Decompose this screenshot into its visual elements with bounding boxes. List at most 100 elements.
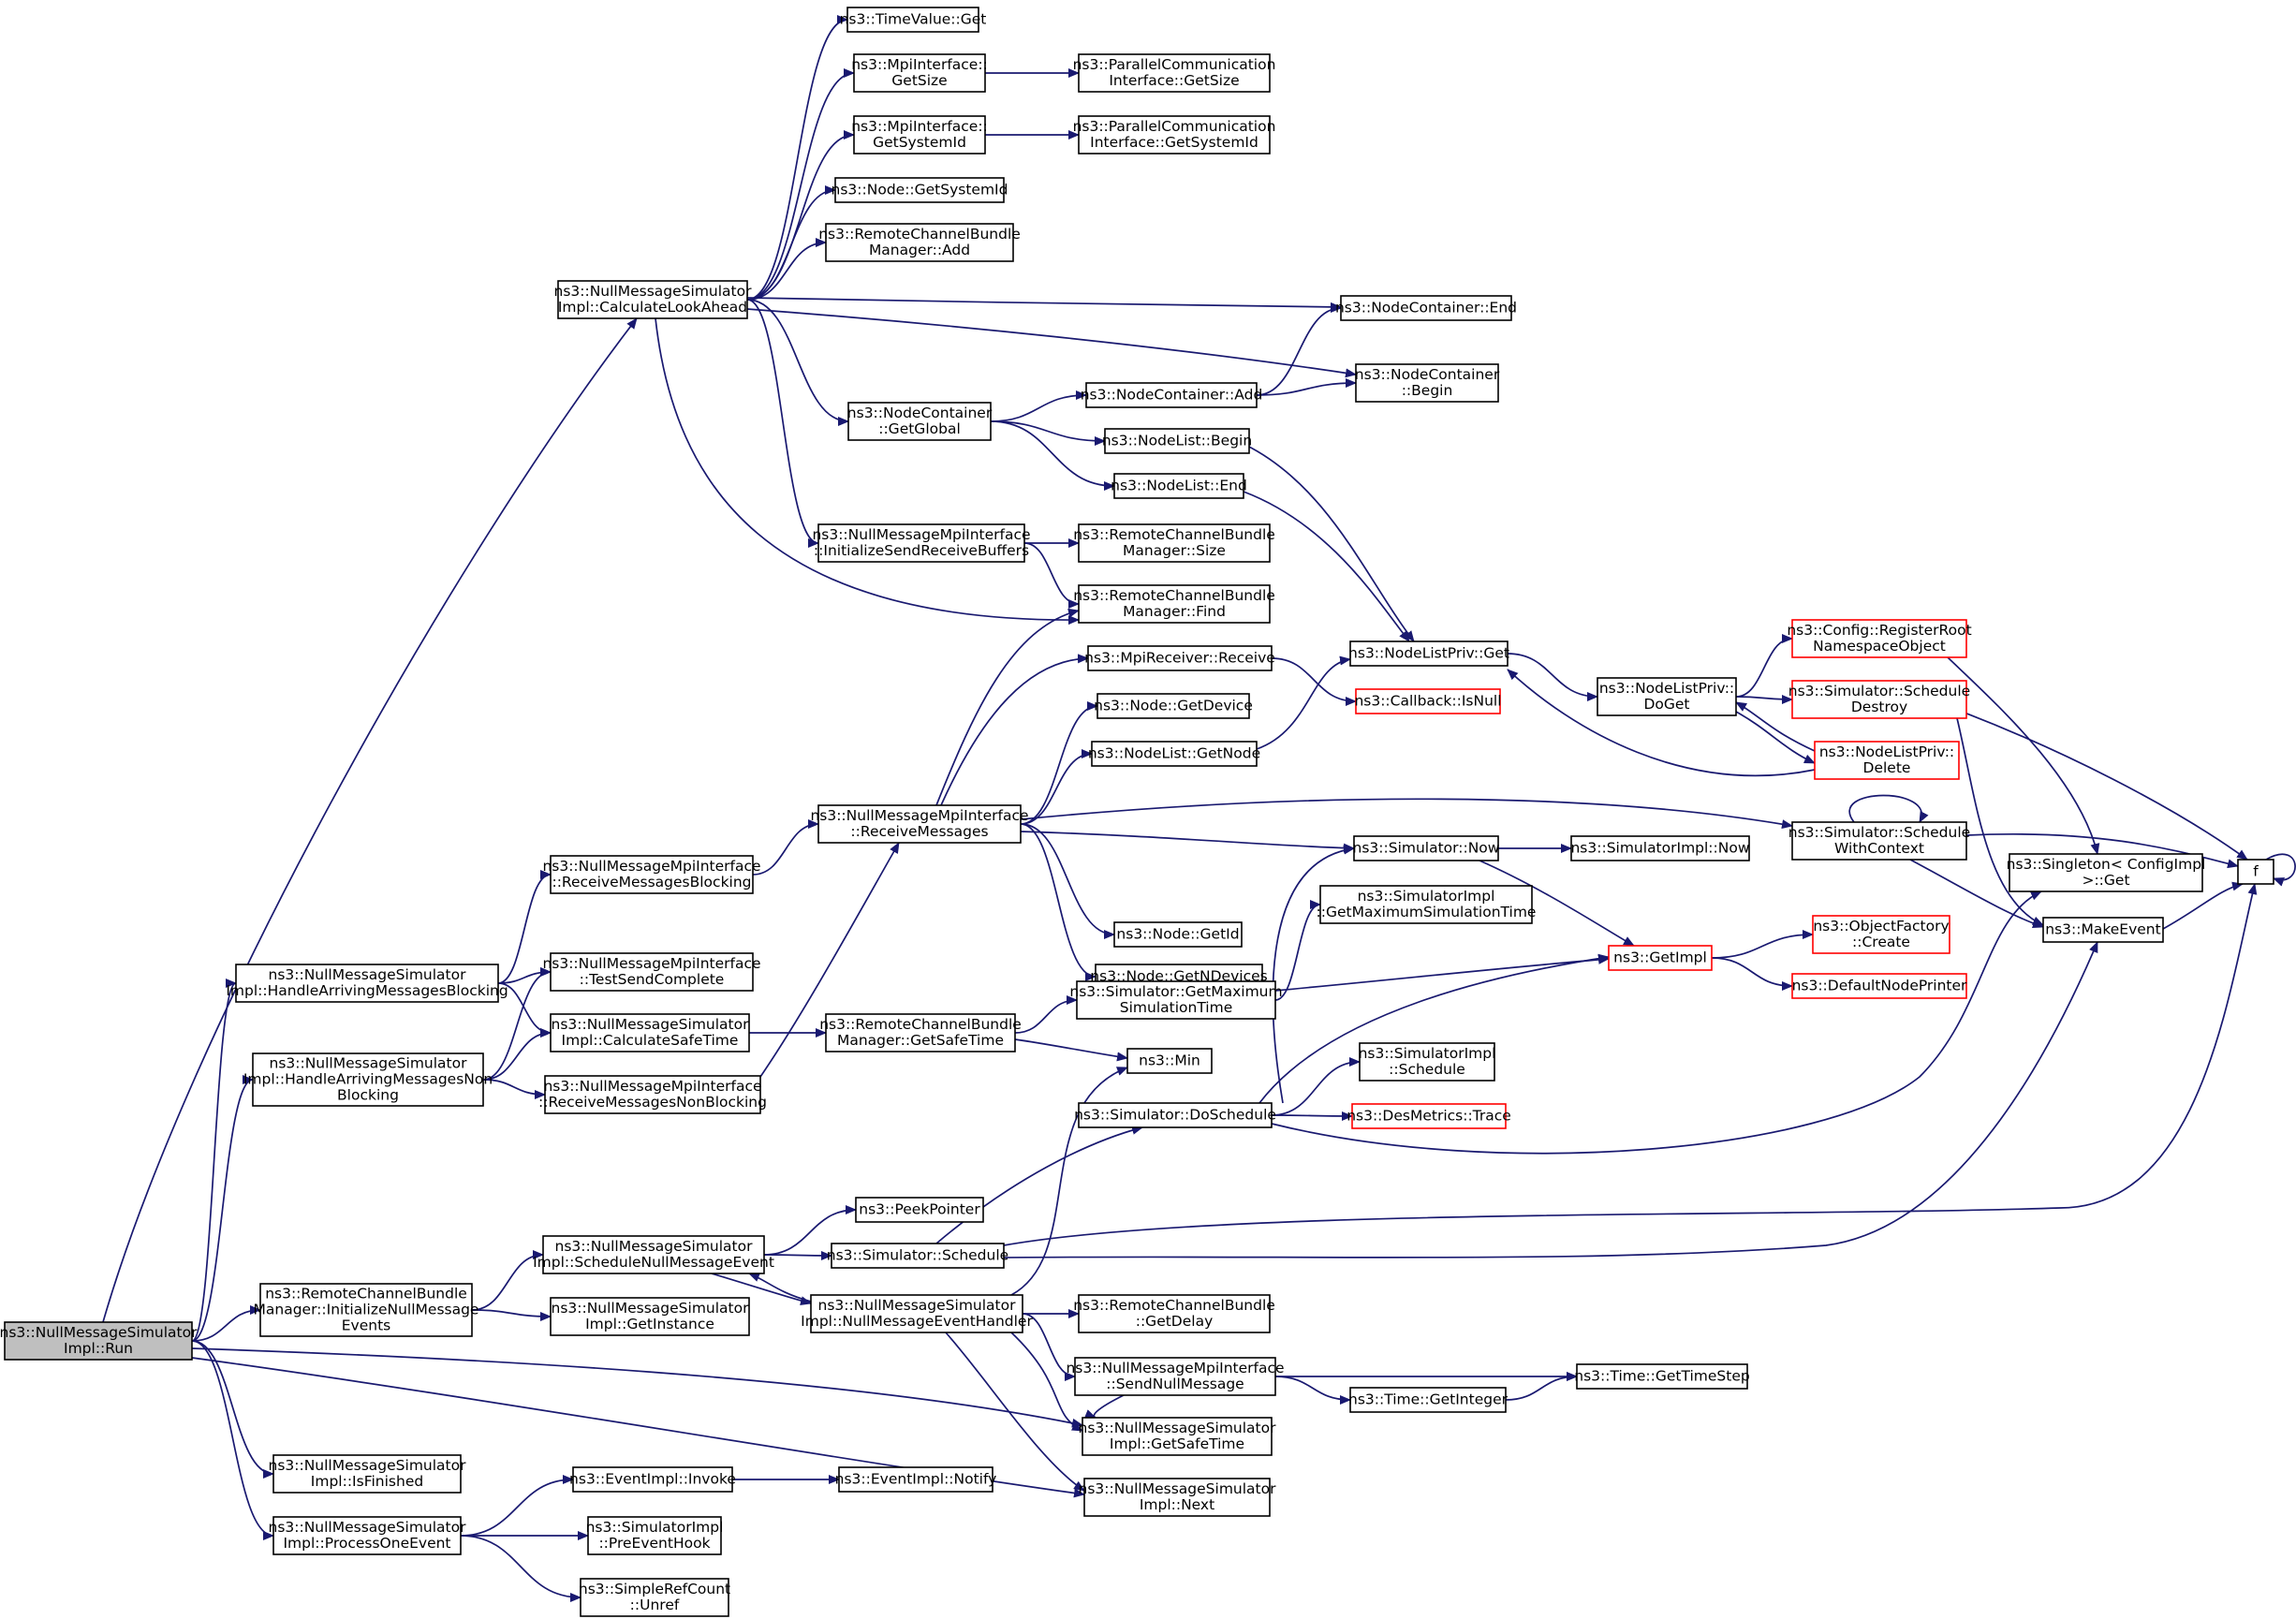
node-nl-begin[interactable]: ns3::NodeList::Begin xyxy=(1102,428,1252,454)
node-obj-factory-create[interactable]: ns3::ObjectFactory::Create xyxy=(1812,915,1950,954)
node-label: ::PreEventHook xyxy=(598,1535,710,1552)
node-box xyxy=(1083,1478,1271,1517)
node-time-value-get[interactable]: ns3::TimeValue::Get xyxy=(840,7,987,33)
node-box xyxy=(1340,295,1512,321)
node-peek-pointer[interactable]: ns3::PeekPointer xyxy=(855,1197,984,1223)
node-time-get-time-step[interactable]: ns3::Time::GetTimeStep xyxy=(1574,1363,1750,1390)
node-label: Impl::HandleArrivingMessagesBlocking xyxy=(226,982,508,999)
node-nc-begin[interactable]: ns3::NodeContainer::Begin xyxy=(1355,363,1500,403)
node-get-impl[interactable]: ns3::GetImpl xyxy=(1608,945,1713,971)
node-sim-impl-schedule[interactable]: ns3::SimulatorImpl::Schedule xyxy=(1359,1042,1496,1082)
node-nmsi-get-instance[interactable]: ns3::NullMessageSimulatorImpl::GetInstan… xyxy=(550,1297,750,1336)
node-nmsi-process-one-event[interactable]: ns3::NullMessageSimulatorImpl::ProcessOn… xyxy=(269,1516,467,1555)
node-mpi-recv-receive[interactable]: ns3::MpiReceiver::Receive xyxy=(1084,645,1275,671)
node-nmmi-test-send-complete[interactable]: ns3::NullMessageMpiInterface::TestSendCo… xyxy=(542,952,761,992)
edge-nlp-delete-to-nlp-get xyxy=(1507,669,1816,777)
node-label: ns3::SimpleRefCount xyxy=(579,1581,730,1597)
node-min[interactable]: ns3::Min xyxy=(1126,1048,1213,1074)
node-box xyxy=(1085,382,1258,408)
node-rcbm-get-safe-time[interactable]: ns3::RemoteChannelBundleManager::GetSafe… xyxy=(819,1013,1022,1052)
node-event-impl-invoke[interactable]: ns3::EventImpl::Invoke xyxy=(569,1466,736,1493)
node-box xyxy=(1074,1357,1276,1396)
node-nmsi-get-safe-time[interactable]: ns3::NullMessageSimulatorImpl::GetSafeTi… xyxy=(1079,1417,1277,1456)
node-label: WithContext xyxy=(1834,840,1924,857)
node-label: ns3::NullMessageSimulator xyxy=(269,966,467,983)
node-box xyxy=(853,115,986,155)
node-nmmi-init-buffers[interactable]: ns3::NullMessageMpiInterface::Initialize… xyxy=(812,523,1031,563)
node-time-get-integer[interactable]: ns3::Time::GetInteger xyxy=(1348,1387,1509,1413)
node-sim-schedule[interactable]: ns3::Simulator::Schedule xyxy=(827,1243,1008,1269)
node-nmsi-calc-safe-time[interactable]: ns3::NullMessageSimulatorImpl::Calculate… xyxy=(550,1013,750,1052)
node-f[interactable]: f xyxy=(2237,859,2274,885)
node-nl-end[interactable]: ns3::NodeList::End xyxy=(1111,473,1247,499)
node-node-get-device[interactable]: ns3::Node::GetDevice xyxy=(1094,693,1253,719)
node-nmmi-recv-non-blocking[interactable]: ns3::NullMessageMpiInterface::ReceiveMes… xyxy=(538,1075,767,1114)
node-nlp-delete[interactable]: ns3::NodeListPriv::Delete xyxy=(1814,741,1960,780)
node-nmmi-recv-blocking[interactable]: ns3::NullMessageMpiInterface::ReceiveMes… xyxy=(542,855,761,894)
node-nlp-do-get[interactable]: ns3::NodeListPriv::DoGet xyxy=(1597,677,1737,716)
node-mpi-get-system-id[interactable]: ns3::MpiInterface::GetSystemId xyxy=(851,115,988,155)
node-node-get-system-id[interactable]: ns3::Node::GetSystemId xyxy=(832,177,1008,203)
node-sim-get-max-sim-time[interactable]: ns3::Simulator::GetMaximumSimulationTime xyxy=(1069,980,1283,1020)
node-nc-get-global[interactable]: ns3::NodeContainer::GetGlobal xyxy=(847,402,993,441)
node-sim-impl-now[interactable]: ns3::SimulatorImpl::Now xyxy=(1570,835,1750,861)
node-label: Impl::GetSafeTime xyxy=(1110,1435,1244,1452)
node-default-node-printer[interactable]: ns3::DefaultNodePrinter xyxy=(1791,973,1967,999)
edge-run-to-nmsi-is-finished xyxy=(191,1340,274,1479)
node-nl-get-node[interactable]: ns3::NodeList::GetNode xyxy=(1088,741,1260,767)
node-rcbm-init-null-msg[interactable]: ns3::RemoteChannelBundleManager::Initial… xyxy=(254,1283,479,1337)
node-sim-impl-get-max-sim-time[interactable]: ns3::SimulatorImpl::GetMaximumSimulation… xyxy=(1317,885,1537,924)
node-box xyxy=(1104,428,1250,454)
node-label: ns3::Time::GetInteger xyxy=(1348,1391,1509,1408)
node-box xyxy=(4,1321,193,1361)
edge-nlp-delete-to-nlp-do-get xyxy=(1735,701,1816,752)
edge-nmsi-process-one-event-to-simple-ref-count-unref xyxy=(460,1535,581,1602)
node-node-get-id[interactable]: ns3::Node::GetId xyxy=(1113,921,1243,948)
node-nmsi-is-finished[interactable]: ns3::NullMessageSimulatorImpl::IsFinishe… xyxy=(269,1454,467,1494)
node-nmmi-receive-messages[interactable]: ns3::NullMessageMpiInterface::ReceiveMes… xyxy=(810,804,1029,844)
edge-nmsi-null-msg-handler-to-nmmi-send-null-msg xyxy=(1022,1313,1076,1381)
edge-nmmi-receive-messages-to-mpi-recv-receive xyxy=(940,654,1089,806)
node-label: Events xyxy=(342,1317,390,1334)
node-label: ns3::NodeListPriv:: xyxy=(1819,743,1954,760)
node-des-metrics-trace[interactable]: ns3::DesMetrics::Trace xyxy=(1347,1103,1511,1129)
node-nmsi-schedule-null-msg[interactable]: ns3::NullMessageSimulatorImpl::ScheduleN… xyxy=(533,1235,774,1274)
node-simple-ref-count-unref[interactable]: ns3::SimpleRefCount::Unref xyxy=(579,1578,730,1617)
node-label: ns3::Singleton< ConfigImpl xyxy=(2007,856,2206,873)
node-pci-get-size[interactable]: ns3::ParallelCommunicationInterface::Get… xyxy=(1073,53,1276,93)
node-label: ns3::PeekPointer xyxy=(859,1201,980,1218)
node-sim-do-schedule[interactable]: ns3::Simulator::DoSchedule xyxy=(1074,1102,1276,1128)
node-mpi-get-size[interactable]: ns3::MpiInterface::GetSize xyxy=(851,53,988,93)
node-event-impl-notify[interactable]: ns3::EventImpl::Notify xyxy=(835,1466,997,1493)
node-box xyxy=(1096,693,1250,719)
node-nlp-get[interactable]: ns3::NodeListPriv::Get xyxy=(1348,640,1509,667)
node-cb-is-null[interactable]: ns3::Callback::IsNull xyxy=(1354,688,1502,714)
node-box xyxy=(1076,980,1276,1020)
node-nc-end[interactable]: ns3::NodeContainer::End xyxy=(1335,295,1517,321)
node-rcb-get-delay[interactable]: ns3::RemoteChannelBundle::GetDelay xyxy=(1073,1294,1275,1333)
node-sim-now[interactable]: ns3::Simulator::Now xyxy=(1353,835,1500,861)
node-label: ns3::Node::GetDevice xyxy=(1094,698,1253,714)
edge-run-to-calc-look-ahead xyxy=(102,317,638,1323)
node-pci-get-system-id[interactable]: ns3::ParallelCommunicationInterface::Get… xyxy=(1073,115,1276,155)
node-nmsi-handle-blocking[interactable]: ns3::NullMessageSimulatorImpl::HandleArr… xyxy=(226,964,508,1003)
edge-nlp-get-to-nlp-do-get xyxy=(1507,653,1598,701)
node-nmsi-handle-non-blocking[interactable]: ns3::NullMessageSimulatorImpl::HandleArr… xyxy=(243,1052,493,1107)
node-make-event[interactable]: ns3::MakeEvent xyxy=(2042,917,2164,943)
node-label: ns3::NullMessageSimulator xyxy=(1079,1420,1277,1436)
node-label: ns3::Node::GetNDevices xyxy=(1090,968,1267,985)
node-singleton-get[interactable]: ns3::Singleton< ConfigImpl>::Get xyxy=(2007,853,2206,892)
node-nc-add[interactable]: ns3::NodeContainer::Add xyxy=(1081,382,1263,408)
node-nmsi-null-msg-handler[interactable]: ns3::NullMessageSimulatorImpl::NullMessa… xyxy=(801,1294,1033,1333)
node-nmmi-send-null-msg[interactable]: ns3::NullMessageMpiInterface::SendNullMe… xyxy=(1066,1357,1285,1396)
node-calc-look-ahead[interactable]: ns3::NullMessageSimulatorImpl::Calculate… xyxy=(554,280,753,319)
node-sim-impl-pre-event-hook[interactable]: ns3::SimulatorImpl::PreEventHook xyxy=(586,1516,724,1555)
